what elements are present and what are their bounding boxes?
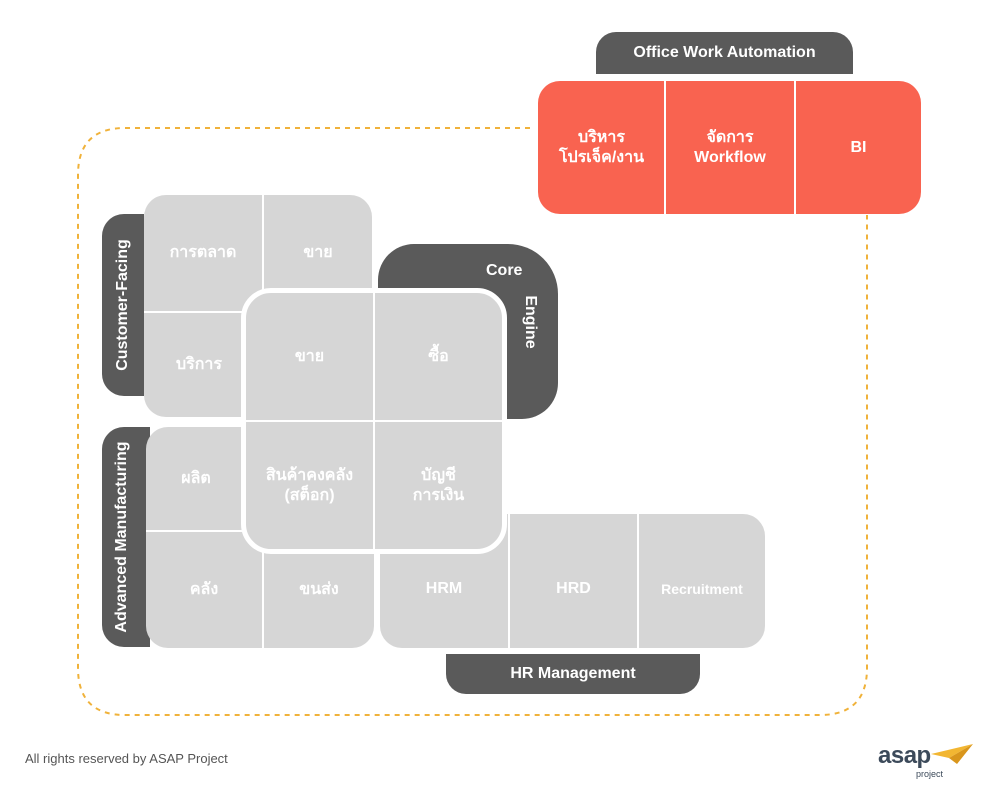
core-cell-purchase[interactable]: ซื้อ xyxy=(428,347,449,365)
core-cell-sales[interactable]: ขาย xyxy=(294,347,325,365)
office-automation-panel xyxy=(538,81,921,214)
core-engine-title-core: Core xyxy=(486,262,523,279)
customer-facing-title: Customer-Facing xyxy=(114,239,131,371)
customer-cell-marketing[interactable]: การตลาด xyxy=(169,244,237,262)
hr-cell-hrm[interactable]: HRM xyxy=(425,580,463,598)
asap-logo: asap project xyxy=(876,738,976,782)
hr-cell-recruitment[interactable]: Recruitment xyxy=(661,580,743,597)
manufacturing-tab xyxy=(102,427,150,647)
logo-subtext: project xyxy=(916,769,944,779)
manufacturing-cell-production[interactable]: ผลิต xyxy=(181,469,211,487)
core-engine-title-engine: Engine xyxy=(522,295,539,349)
office-automation-header xyxy=(596,32,853,74)
manufacturing-title: Advanced Manufacturing xyxy=(113,441,130,633)
copyright-text: All rights reserved by ASAP Project xyxy=(25,751,228,766)
manufacturing-cell-warehouse[interactable]: คลัง xyxy=(189,581,219,599)
office-automation-title: Office Work Automation xyxy=(633,44,816,61)
hr-cell-hrd[interactable]: HRD xyxy=(556,580,591,598)
hr-management-title: HR Management xyxy=(510,665,636,682)
office-cell-bi[interactable]: BI xyxy=(850,138,867,156)
customer-cell-sales[interactable]: ขาย xyxy=(303,244,333,262)
customer-facing-tab xyxy=(102,214,144,396)
hr-management-tab xyxy=(446,654,700,694)
core-cell-accounting[interactable]: บัญชีการเงิน xyxy=(412,467,465,504)
manufacturing-cell-transport[interactable]: ขนส่ง xyxy=(299,581,339,599)
office-cell-project[interactable]: บริหารโปรเจ็ค/งาน xyxy=(558,129,645,166)
customer-cell-service[interactable]: บริการ xyxy=(175,356,222,374)
logo-text: asap xyxy=(878,742,931,769)
core-cell-inventory[interactable]: สินค้าคงคลัง(สต็อก) xyxy=(265,467,354,504)
paper-plane-icon xyxy=(931,744,973,764)
